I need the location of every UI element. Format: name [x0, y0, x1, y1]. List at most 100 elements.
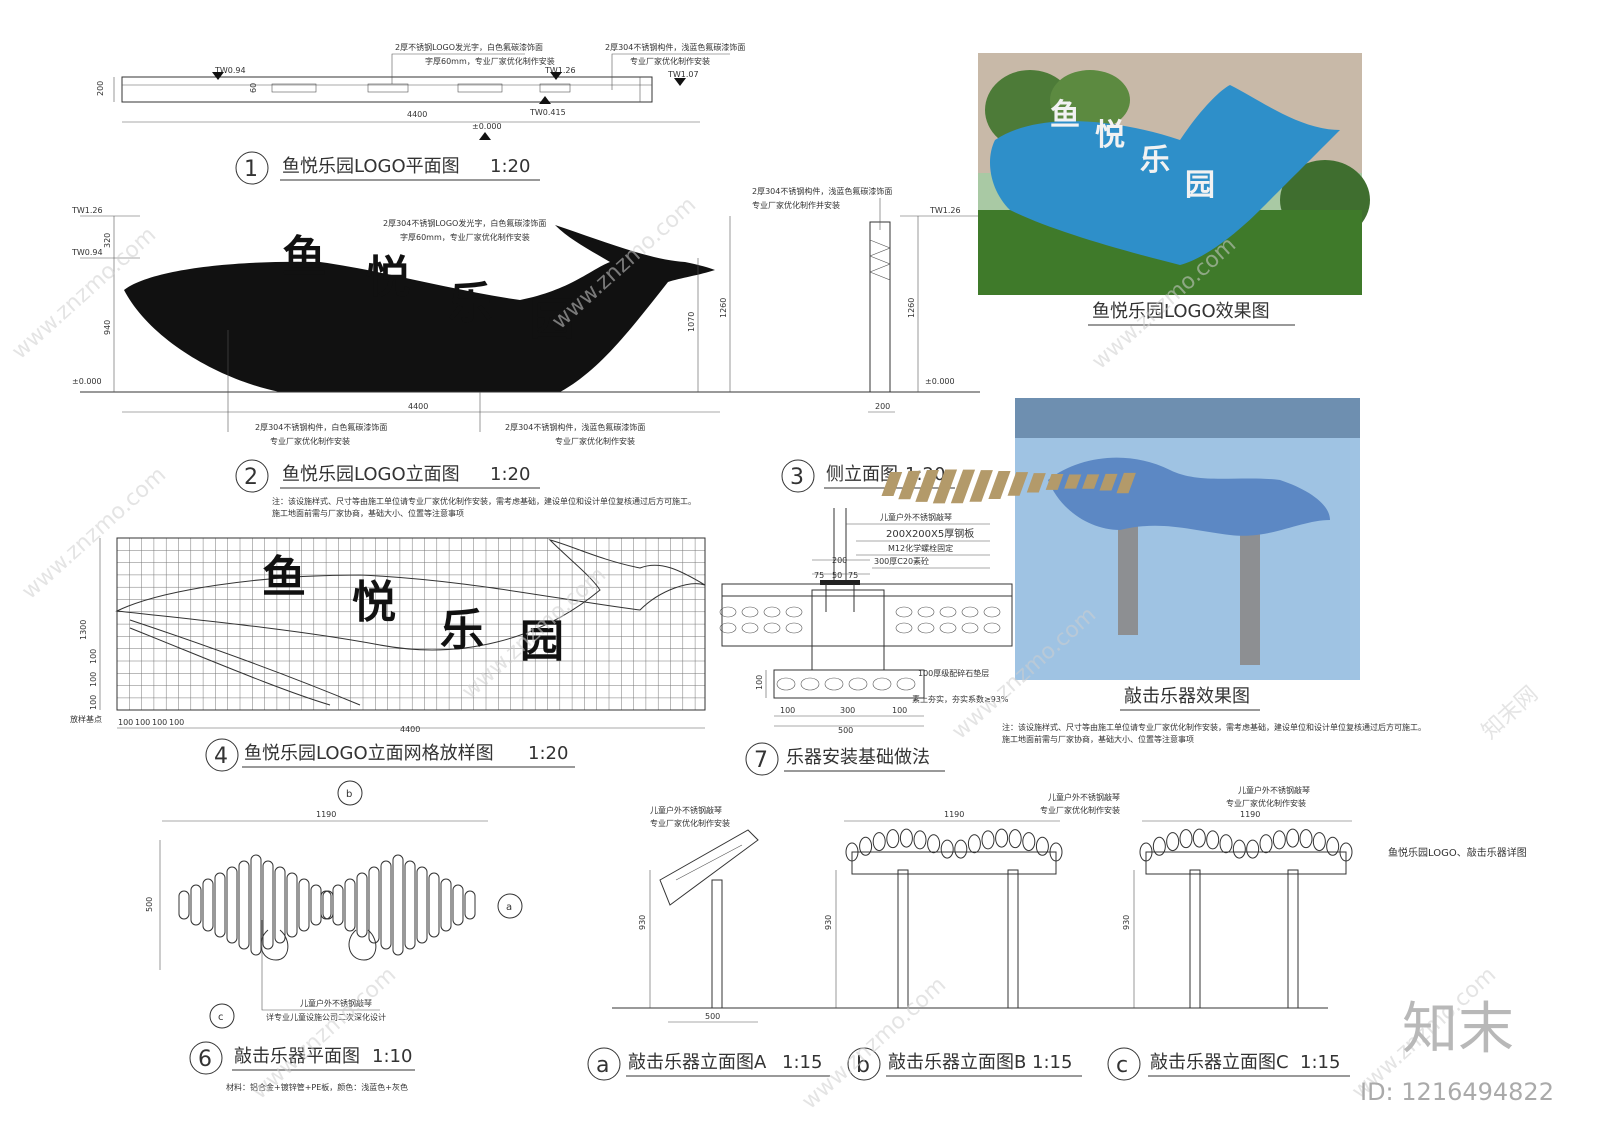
view-number-circle: [235, 459, 269, 493]
dim-940: 940: [103, 320, 112, 335]
note-text: 专业厂家优化制作安装: [555, 436, 635, 446]
render-logo-char: 悦: [1095, 118, 1125, 153]
key-tube: [1179, 829, 1193, 849]
note-text: 专业厂家优化制作安装: [650, 818, 730, 828]
level-base: ±0.000: [925, 377, 955, 386]
view-title: 鱼悦乐园LOGO立面网格放样图: [244, 743, 494, 764]
pebble-pattern: [719, 606, 1001, 691]
side-view-3: TW1.26 ±0.000 1260 200 2厚304不锈钢构件，浅蓝色氟碳漆…: [752, 186, 980, 493]
section-marker: [209, 1003, 235, 1029]
render-key-bar: [881, 472, 903, 496]
pebble: [917, 606, 935, 618]
key-tube: [250, 854, 262, 956]
view-number-circle: [205, 738, 239, 772]
note-text: 专业厂家优化制作安装: [270, 436, 350, 446]
post: [1007, 869, 1019, 1009]
key-tube: [1192, 828, 1206, 848]
key-tube: [1022, 832, 1036, 852]
dim-930: 930: [638, 915, 647, 930]
key-tube: [214, 872, 226, 938]
note-text: 字厚60mm，专业厂家优化制作安装: [400, 232, 530, 242]
note-text: 详专业儿童设施公司二次深化设计: [266, 1012, 386, 1022]
key-tube: [954, 839, 968, 859]
fin-outline: [129, 627, 331, 706]
elevation-view-2: 鱼 悦 乐 园 TW1.26 TW0.94 ±0.000 320 940 107…: [71, 206, 980, 518]
leader-line: [261, 920, 380, 1011]
elevation-b: 1190 儿童户外不锈钢敲琴 专业厂家优化制作安装 930 b 敲击乐器立面图B…: [824, 792, 1120, 1081]
dim-100: 100: [755, 675, 764, 690]
dim-300: 300: [840, 706, 855, 715]
key-tube: [464, 890, 476, 920]
key-tube: [1286, 828, 1300, 848]
key-tube: [298, 878, 310, 932]
key-tube: [428, 872, 440, 938]
sheet-title: 鱼悦乐园LOGO、敲击乐器详图: [1388, 846, 1527, 859]
note-text: 200X200X5厚钢板: [886, 527, 974, 540]
dim-500: 500: [145, 897, 154, 912]
level-tw107: TW1.07: [667, 70, 699, 79]
dim-100: 100: [169, 718, 184, 727]
level-base: ±0.000: [472, 122, 502, 131]
dim-930: 930: [824, 915, 833, 930]
dim-100: 100: [152, 718, 167, 727]
render-logo-char: 园: [1185, 168, 1215, 203]
dim-100: 100: [89, 695, 98, 710]
key-tube: [1166, 832, 1180, 852]
pebble: [895, 606, 913, 618]
key-tube: [1152, 836, 1166, 856]
view-number: 6: [198, 1047, 212, 1072]
level-marker: [550, 72, 562, 80]
elevation-c: 1190 儿童户外不锈钢敲琴 专业厂家优化制作安装 930 c 敲击乐器立面图C…: [1107, 785, 1353, 1081]
view-title: 鱼悦乐园LOGO立面图: [282, 464, 460, 485]
pebble: [741, 606, 759, 618]
render-key-bar: [1045, 474, 1064, 490]
key-tube: [310, 884, 322, 926]
logo-char: 乐: [448, 278, 492, 329]
view-number: 4: [214, 744, 228, 769]
key-tube: [274, 866, 286, 944]
key-tube: [238, 860, 250, 950]
key-tube: [1272, 830, 1286, 850]
view-number-circle: [847, 1047, 881, 1081]
level-tw126: TW1.26: [929, 206, 961, 215]
key-tube: [1219, 834, 1233, 854]
letter-slot: [457, 83, 503, 93]
note-text: 2厚304不锈钢构件，浅蓝色氟碳漆饰面: [505, 422, 645, 432]
post: [897, 869, 909, 1009]
pebble: [872, 677, 892, 691]
view-number-circle: [189, 1041, 223, 1075]
logo-char: 鱼: [262, 552, 306, 603]
section-marker-label: c: [218, 1012, 224, 1023]
view-title: 敲击乐器立面图A: [628, 1052, 767, 1073]
render-key-bar: [932, 469, 958, 504]
key-tube: [967, 834, 981, 854]
note-text: 100厚级配碎石垫层: [918, 668, 989, 678]
note-text: 专业厂家优化制作并安装: [752, 200, 840, 210]
key-tube: [356, 872, 368, 938]
pebble: [719, 606, 737, 618]
level-marker: [479, 132, 491, 140]
view-scale: 1:15: [1300, 1052, 1340, 1073]
key-tube: [927, 834, 941, 854]
key-tube: [344, 878, 356, 932]
render-title: 敲击乐器效果图: [1124, 686, 1250, 707]
level-base: ±0.000: [72, 377, 102, 386]
brand-logo: 知末: [1402, 997, 1514, 1062]
key-tube: [190, 884, 202, 926]
note-text: 专业厂家优化制作安装: [1040, 805, 1120, 815]
pebble: [896, 677, 916, 691]
section-marker-label: a: [506, 902, 512, 913]
pebble: [800, 677, 820, 691]
render-instrument-body: [1048, 457, 1330, 536]
logo-char: 乐: [440, 605, 484, 656]
dim-1190: 1190: [316, 810, 336, 819]
dim-1260: 1260: [907, 298, 916, 318]
dim-60: 60: [249, 83, 258, 93]
level-marker: [212, 72, 224, 80]
view-number: 7: [754, 748, 768, 773]
view-scale: 1:15: [1032, 1052, 1072, 1073]
letter-slot: [539, 83, 571, 93]
render-key-bar: [1026, 473, 1046, 493]
key-tube: [872, 832, 886, 852]
